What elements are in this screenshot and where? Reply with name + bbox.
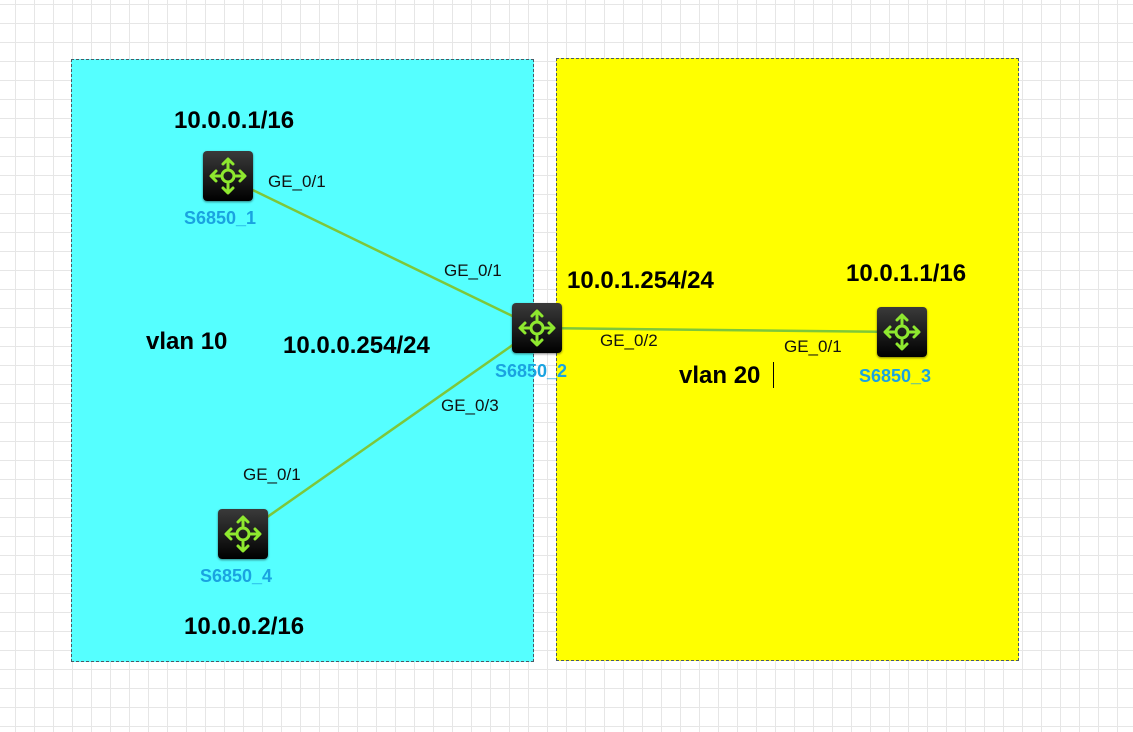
port-label-s4-ge01[interactable]: GE_0/1 [243, 465, 301, 484]
device-label-s6850-2[interactable]: S6850_2 [495, 361, 568, 381]
router-icon [209, 157, 247, 195]
vlan20-zone[interactable] [556, 58, 1019, 661]
port-label-s2-ge01[interactable]: GE_0/1 [444, 261, 502, 280]
vlan20-label[interactable]: vlan 20 [679, 362, 761, 389]
device-s6850-2[interactable] [512, 303, 562, 353]
link-s2-s4[interactable] [242, 326, 538, 536]
router-icon [224, 515, 262, 553]
port-label-s3-ge01[interactable]: GE_0/1 [784, 337, 842, 356]
device-label-s6850-3[interactable]: S6850_3 [859, 366, 932, 386]
ip-label-s6850-4[interactable]: 10.0.0.2/16 [184, 613, 305, 640]
text-cursor [773, 362, 774, 388]
vlan10-zone[interactable] [71, 59, 534, 662]
device-s6850-4[interactable] [218, 509, 268, 559]
port-label-s2-ge02[interactable]: GE_0/2 [600, 331, 658, 350]
link-s1-s2[interactable] [227, 176, 538, 330]
device-s6850-1[interactable] [203, 151, 253, 201]
port-label-s2-ge03[interactable]: GE_0/3 [441, 396, 499, 415]
device-label-s6850-1[interactable]: S6850_1 [184, 208, 257, 228]
vlan10-label[interactable]: vlan 10 [146, 328, 228, 355]
port-label-s1-ge01[interactable]: GE_0/1 [268, 172, 326, 191]
device-s6850-3[interactable] [877, 307, 927, 357]
router-icon [883, 313, 921, 351]
ip-label-s6850-3[interactable]: 10.0.1.1/16 [846, 260, 967, 287]
router-icon [518, 309, 556, 347]
link-s2-s3[interactable] [536, 326, 903, 334]
ip-label-s6850-2-vlan20[interactable]: 10.0.1.254/24 [567, 267, 714, 294]
ip-label-s6850-2-vlan10[interactable]: 10.0.0.254/24 [283, 332, 430, 359]
device-label-s6850-4[interactable]: S6850_4 [200, 566, 273, 586]
ip-label-s6850-1[interactable]: 10.0.0.1/16 [174, 107, 295, 134]
